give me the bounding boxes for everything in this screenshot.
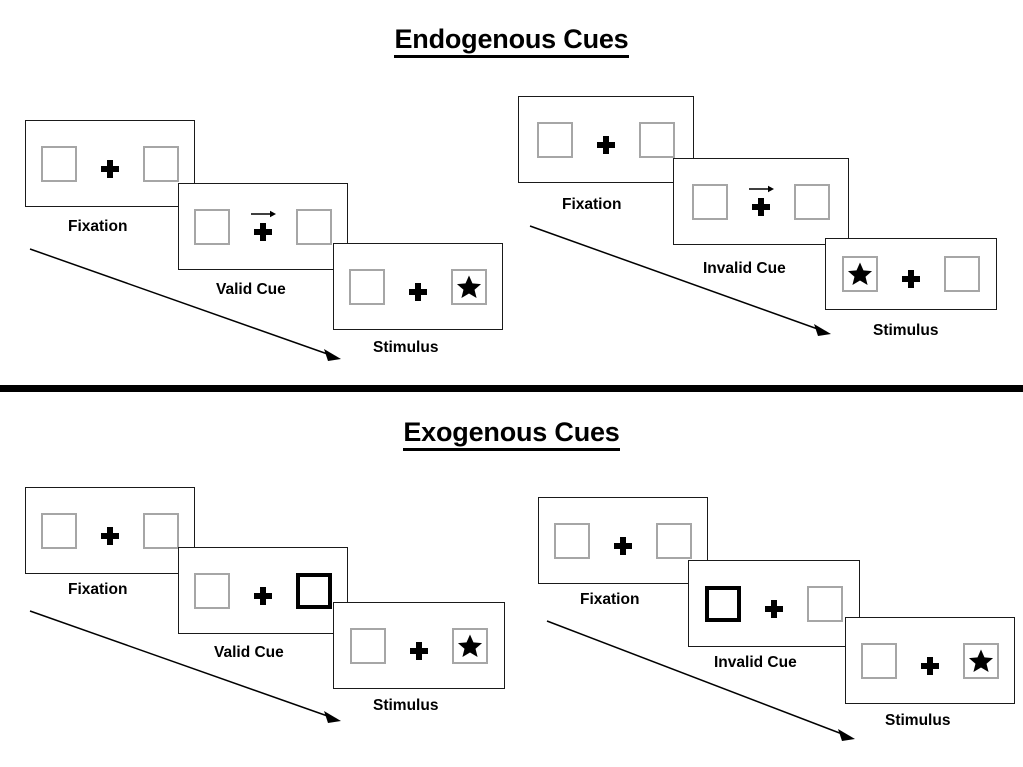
panel-caption-fixation: Fixation xyxy=(68,581,128,598)
trial-panel-cue[interactable] xyxy=(178,547,348,634)
star-icon xyxy=(968,649,994,672)
fixation-cross-icon xyxy=(614,536,632,555)
center-column xyxy=(248,571,278,611)
trial-panel-stimulus[interactable] xyxy=(333,602,505,689)
panel-caption-stimulus: Stimulus xyxy=(373,339,439,356)
section-title-text: Endogenous Cues xyxy=(394,24,629,58)
section-title-endogenous: Endogenous Cues xyxy=(0,24,1023,58)
placeholder-box-right[interactable] xyxy=(143,145,179,182)
fixation-cross-icon xyxy=(597,135,615,154)
placeholder-box-right-target[interactable] xyxy=(963,642,999,679)
center-column xyxy=(915,641,945,681)
placeholder-box-left[interactable] xyxy=(350,627,386,664)
trial-panel-stimulus[interactable] xyxy=(333,243,503,330)
panel-caption-cue: Invalid Cue xyxy=(714,654,797,671)
fixation-cross-icon xyxy=(254,222,272,241)
panel-caption-cue: Invalid Cue xyxy=(703,260,786,277)
center-column xyxy=(95,511,125,551)
trial-panel-stimulus[interactable] xyxy=(825,238,997,310)
trial-panel-cue[interactable] xyxy=(688,560,860,647)
placeholder-box-right[interactable] xyxy=(944,256,980,292)
center-column xyxy=(608,521,638,561)
trial-panel-cue[interactable] xyxy=(673,158,849,245)
trial-panel-fixation[interactable] xyxy=(25,487,195,574)
fixation-cross-icon xyxy=(902,270,920,288)
center-column xyxy=(896,254,926,294)
panel-caption-stimulus: Stimulus xyxy=(373,697,439,714)
panel-caption-cue: Valid Cue xyxy=(216,281,286,298)
center-column xyxy=(746,182,776,222)
section-title-exogenous: Exogenous Cues xyxy=(0,417,1023,451)
section-title-text: Exogenous Cues xyxy=(403,417,620,451)
star-icon xyxy=(457,634,483,657)
fixation-cross-icon xyxy=(101,526,119,545)
trial-panel-cue[interactable] xyxy=(178,183,348,270)
center-column xyxy=(248,207,278,247)
placeholder-box-right[interactable] xyxy=(794,183,830,220)
section-divider xyxy=(0,385,1023,392)
panel-caption-fixation: Fixation xyxy=(68,218,128,235)
panel-caption-stimulus: Stimulus xyxy=(873,322,939,339)
placeholder-box-right[interactable] xyxy=(296,208,332,245)
fixation-cross-icon xyxy=(101,159,119,178)
placeholder-box-left[interactable] xyxy=(861,642,897,679)
panel-caption-cue: Valid Cue xyxy=(214,644,284,661)
arrow-right-icon xyxy=(251,210,276,217)
panel-caption-stimulus: Stimulus xyxy=(885,712,951,729)
star-icon xyxy=(847,262,873,286)
center-column xyxy=(403,267,433,307)
trial-panel-stimulus[interactable] xyxy=(845,617,1015,704)
panel-caption-fixation: Fixation xyxy=(580,591,640,608)
placeholder-box-left[interactable] xyxy=(554,522,590,559)
placeholder-box-right[interactable] xyxy=(639,121,675,158)
placeholder-box-left[interactable] xyxy=(41,512,77,549)
placeholder-box-left[interactable] xyxy=(194,208,230,245)
placeholder-box-right-cued[interactable] xyxy=(296,572,332,609)
placeholder-box-right[interactable] xyxy=(143,512,179,549)
placeholder-box-right-target[interactable] xyxy=(451,268,487,305)
center-column xyxy=(759,584,789,624)
placeholder-box-left[interactable] xyxy=(692,183,728,220)
placeholder-box-left[interactable] xyxy=(194,572,230,609)
arrow-right-icon xyxy=(749,185,774,192)
center-column xyxy=(404,626,434,666)
center-column xyxy=(95,144,125,184)
fixation-cross-icon xyxy=(765,599,783,618)
star-icon xyxy=(456,275,482,298)
trial-panel-fixation[interactable] xyxy=(538,497,708,584)
section-endogenous: Endogenous Cues Fixation xyxy=(0,24,1023,361)
fixation-cross-icon xyxy=(254,586,272,605)
fixation-cross-icon xyxy=(409,282,427,301)
trial-panel-fixation[interactable] xyxy=(25,120,195,207)
placeholder-box-right[interactable] xyxy=(807,585,843,622)
panel-caption-fixation: Fixation xyxy=(562,196,622,213)
trial-panel-fixation[interactable] xyxy=(518,96,694,183)
fixation-cross-icon xyxy=(752,197,770,216)
placeholder-box-left-cued[interactable] xyxy=(705,585,741,622)
placeholder-box-right-target[interactable] xyxy=(452,627,488,664)
fixation-cross-icon xyxy=(921,656,939,675)
section-exogenous: Exogenous Cues Fixation Valid Cue xyxy=(0,392,1023,767)
placeholder-box-left[interactable] xyxy=(41,145,77,182)
placeholder-box-left[interactable] xyxy=(537,121,573,158)
fixation-cross-icon xyxy=(410,641,428,660)
placeholder-box-right[interactable] xyxy=(656,522,692,559)
center-column xyxy=(591,120,621,160)
placeholder-box-left-target[interactable] xyxy=(842,256,878,292)
placeholder-box-left[interactable] xyxy=(349,268,385,305)
